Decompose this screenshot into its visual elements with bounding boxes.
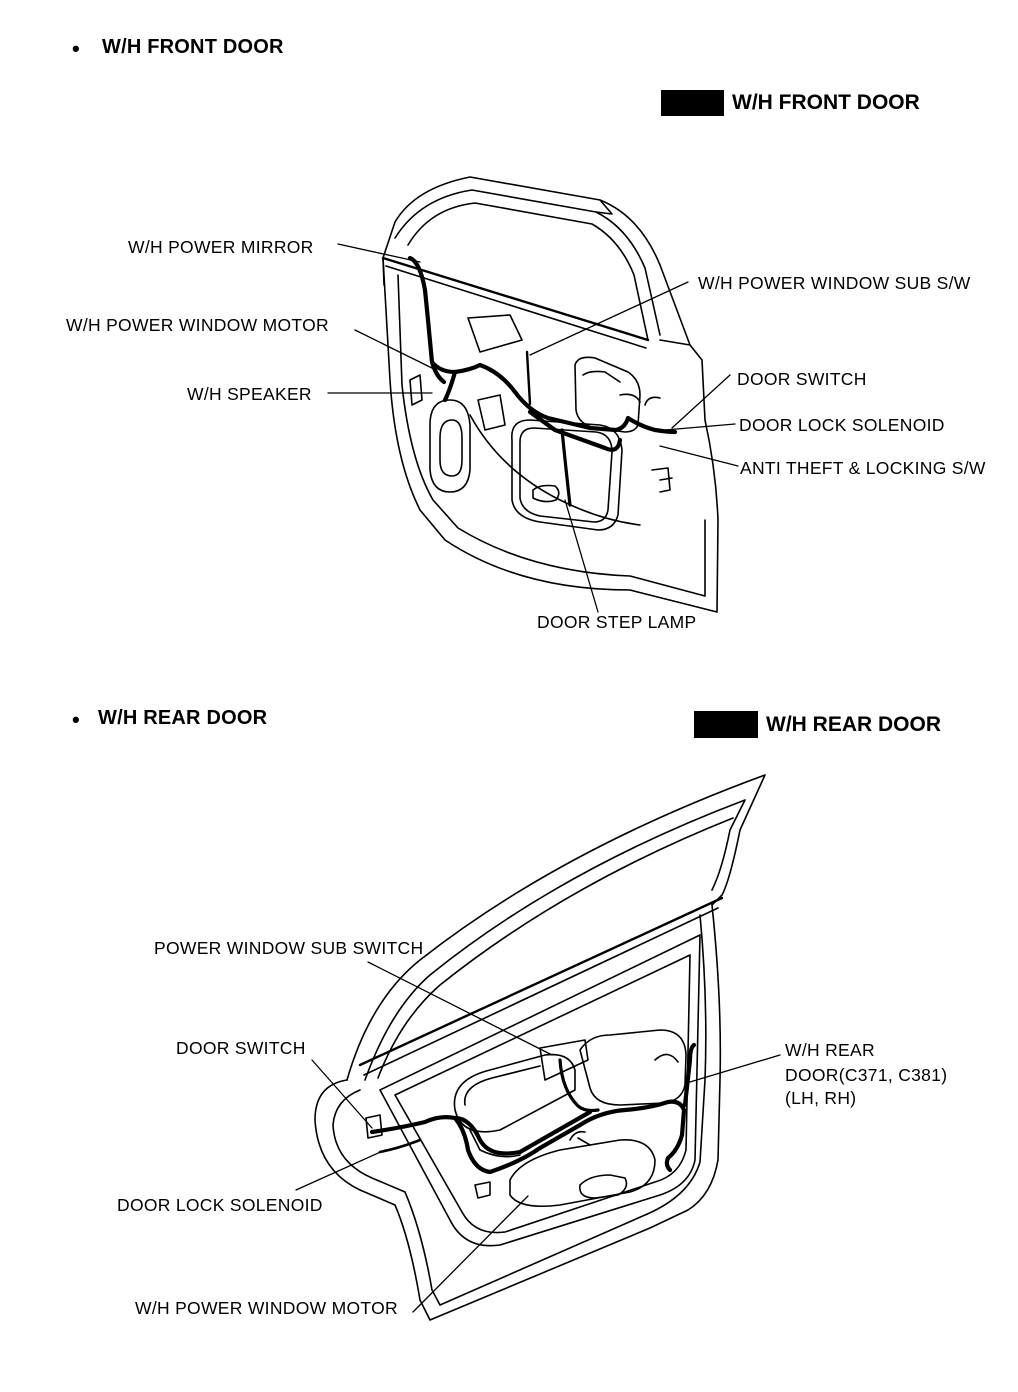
label-wh-power-window-sub-sw: W/H POWER WINDOW SUB S/W — [698, 273, 971, 293]
label-wh-speaker: W/H SPEAKER — [187, 384, 312, 404]
rear-door-tag: W/H REAR DOOR — [694, 711, 941, 738]
rear-door-panel — [314, 774, 766, 1321]
label-wh-rear-line3: (LH, RH) — [785, 1088, 857, 1108]
label-power-window-sub-switch: POWER WINDOW SUB SWITCH — [154, 938, 424, 958]
label-anti-theft-locking-sw: ANTI THEFT & LOCKING S/W — [740, 458, 986, 478]
label-rear-wh-power-window-motor: W/H POWER WINDOW MOTOR — [135, 1298, 398, 1318]
front-door-panel — [381, 176, 719, 613]
front-leader-lines — [327, 243, 739, 613]
bullet-front: • — [72, 36, 80, 61]
label-wh-power-mirror: W/H POWER MIRROR — [128, 237, 314, 257]
label-wh-rear-line1: W/H REAR — [785, 1040, 875, 1060]
rear-leader-lines — [295, 961, 781, 1313]
label-door-step-lamp: DOOR STEP LAMP — [537, 612, 697, 632]
label-door-switch: DOOR SWITCH — [737, 369, 867, 389]
black-marker — [694, 711, 758, 738]
label-wh-rear-line2: DOOR(C371, C381) — [785, 1065, 948, 1085]
bullet-rear: • — [72, 707, 80, 732]
rear-door-heading: W/H REAR DOOR — [98, 707, 268, 729]
label-rear-door-switch: DOOR SWITCH — [176, 1038, 306, 1058]
front-door-tag: W/H FRONT DOOR — [661, 90, 920, 116]
front-door-heading: W/H FRONT DOOR — [102, 36, 284, 58]
black-marker — [661, 90, 724, 116]
label-door-lock-solenoid: DOOR LOCK SOLENOID — [739, 415, 945, 435]
label-wh-power-window-motor: W/H POWER WINDOW MOTOR — [66, 315, 329, 335]
front-door-harness — [407, 255, 678, 507]
rear-door-harness — [369, 1042, 697, 1175]
front-door-tag-label: W/H FRONT DOOR — [732, 91, 920, 114]
rear-door-tag-label: W/H REAR DOOR — [766, 712, 941, 736]
label-rear-door-lock-solenoid: DOOR LOCK SOLENOID — [117, 1195, 323, 1215]
